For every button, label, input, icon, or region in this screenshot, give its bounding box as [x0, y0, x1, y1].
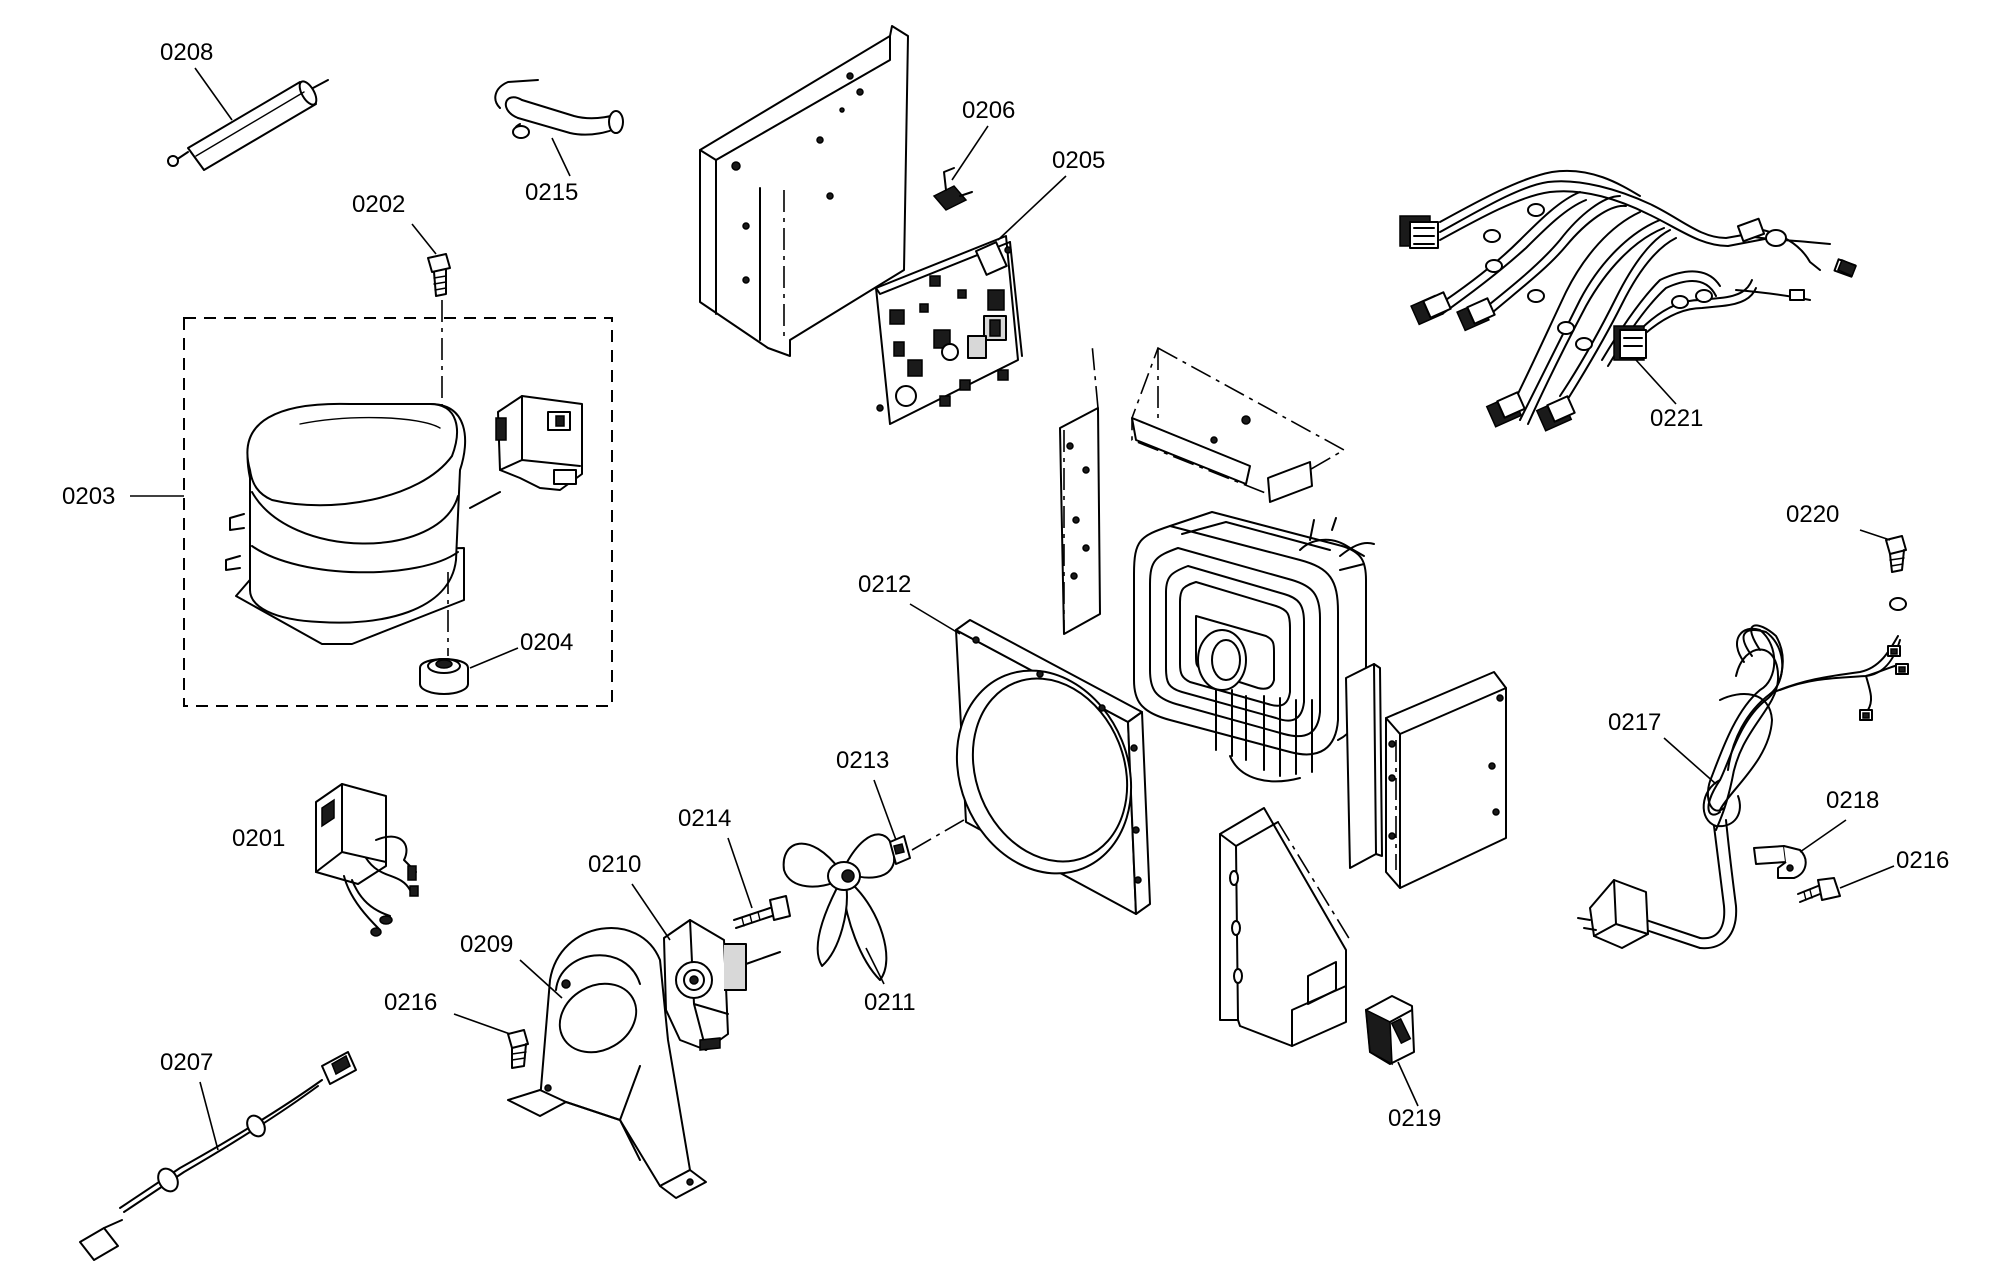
part-0214-screw	[733, 895, 791, 929]
part-0210-fan-motor	[663, 919, 781, 1051]
foam-strip	[1345, 663, 1383, 869]
label-0204-text: 0204	[520, 629, 573, 656]
part-0211-fan-blade	[782, 833, 896, 981]
label-0205-text: 0205	[1052, 147, 1105, 174]
part-0206-clip	[932, 167, 973, 211]
label-0218-text: 0218	[1826, 787, 1879, 814]
part-0208-drier	[167, 79, 329, 171]
part-0216-screw-left	[507, 1029, 529, 1069]
label-0215: 0215	[525, 137, 578, 206]
label-0207-text: 0207	[160, 1049, 213, 1076]
label-0208-text: 0208	[160, 39, 213, 66]
compressor-relay	[495, 395, 583, 491]
label-0216-right: 0216	[1839, 847, 1949, 889]
label-0211-text: 0211	[864, 989, 916, 1016]
part-0202-screw	[427, 253, 451, 297]
lower-bracket	[1219, 807, 1351, 1047]
label-0202-text: 0202	[352, 191, 405, 218]
label-0213: 0213	[836, 747, 897, 841]
label-0210: 0210	[588, 851, 671, 941]
label-0219: 0219	[1388, 1061, 1441, 1132]
part-0203-compressor	[225, 300, 501, 656]
label-0216-left: 0216	[384, 989, 511, 1035]
label-0215-text: 0215	[525, 179, 578, 206]
part-0221-wire-harness	[1399, 169, 1857, 432]
label-0217: 0217	[1608, 709, 1717, 785]
label-0209-text: 0209	[460, 931, 513, 958]
control-bracket	[699, 25, 909, 357]
label-0221-text: 0221	[1650, 405, 1703, 432]
label-0206-text: 0206	[962, 97, 1015, 124]
label-0212: 0212	[858, 571, 961, 635]
label-0212-text: 0212	[858, 571, 911, 598]
compressor-group-box	[183, 317, 613, 707]
side-panel-right	[1385, 671, 1507, 889]
part-0216-screw-right	[1797, 877, 1841, 903]
label-0208: 0208	[160, 39, 233, 121]
part-0218-cord-clamp	[1753, 845, 1807, 879]
label-0201: 0201	[232, 825, 285, 852]
part-0213-clip	[889, 835, 911, 865]
label-0204: 0204	[469, 629, 573, 669]
label-0214-text: 0214	[678, 805, 731, 832]
label-0206: 0206	[951, 97, 1015, 181]
label-0209: 0209	[460, 931, 563, 999]
part-0205-control-board	[875, 235, 1023, 425]
label-0218: 0218	[1799, 787, 1879, 853]
top-cover-panel	[1131, 346, 1346, 503]
label-0216-right-text: 0216	[1896, 847, 1949, 874]
label-0203: 0203	[62, 483, 184, 510]
part-0219-switch	[1365, 995, 1415, 1066]
label-0203-text: 0203	[62, 483, 115, 510]
label-0214: 0214	[678, 805, 753, 909]
label-0220-text: 0220	[1786, 501, 1839, 528]
evaporator-coil	[1133, 511, 1375, 783]
part-0209-motor-bracket	[507, 926, 707, 1199]
label-0205: 0205	[997, 147, 1105, 241]
label-0210-text: 0210	[588, 851, 641, 878]
label-0220: 0220	[1786, 501, 1891, 541]
label-0207: 0207	[160, 1049, 219, 1151]
label-0201-text: 0201	[232, 825, 285, 852]
part-0201-overload	[315, 783, 419, 937]
label-0211: 0211	[864, 947, 916, 1016]
label-0216-left-text: 0216	[384, 989, 437, 1016]
label-0219-text: 0219	[1388, 1105, 1441, 1132]
label-0217-text: 0217	[1608, 709, 1661, 736]
part-0220-screw	[1885, 535, 1907, 611]
part-0204-grommet	[419, 658, 469, 695]
side-panel-left	[1059, 343, 1101, 635]
label-0202: 0202	[352, 191, 437, 255]
part-0217-power-cord	[1577, 624, 1909, 950]
part-0215-hose	[494, 79, 624, 139]
part-0207-sensor-wire	[79, 1051, 357, 1261]
label-0221: 0221	[1635, 359, 1703, 432]
label-0213-text: 0213	[836, 747, 889, 774]
part-0212-fan-shroud	[955, 619, 1151, 915]
